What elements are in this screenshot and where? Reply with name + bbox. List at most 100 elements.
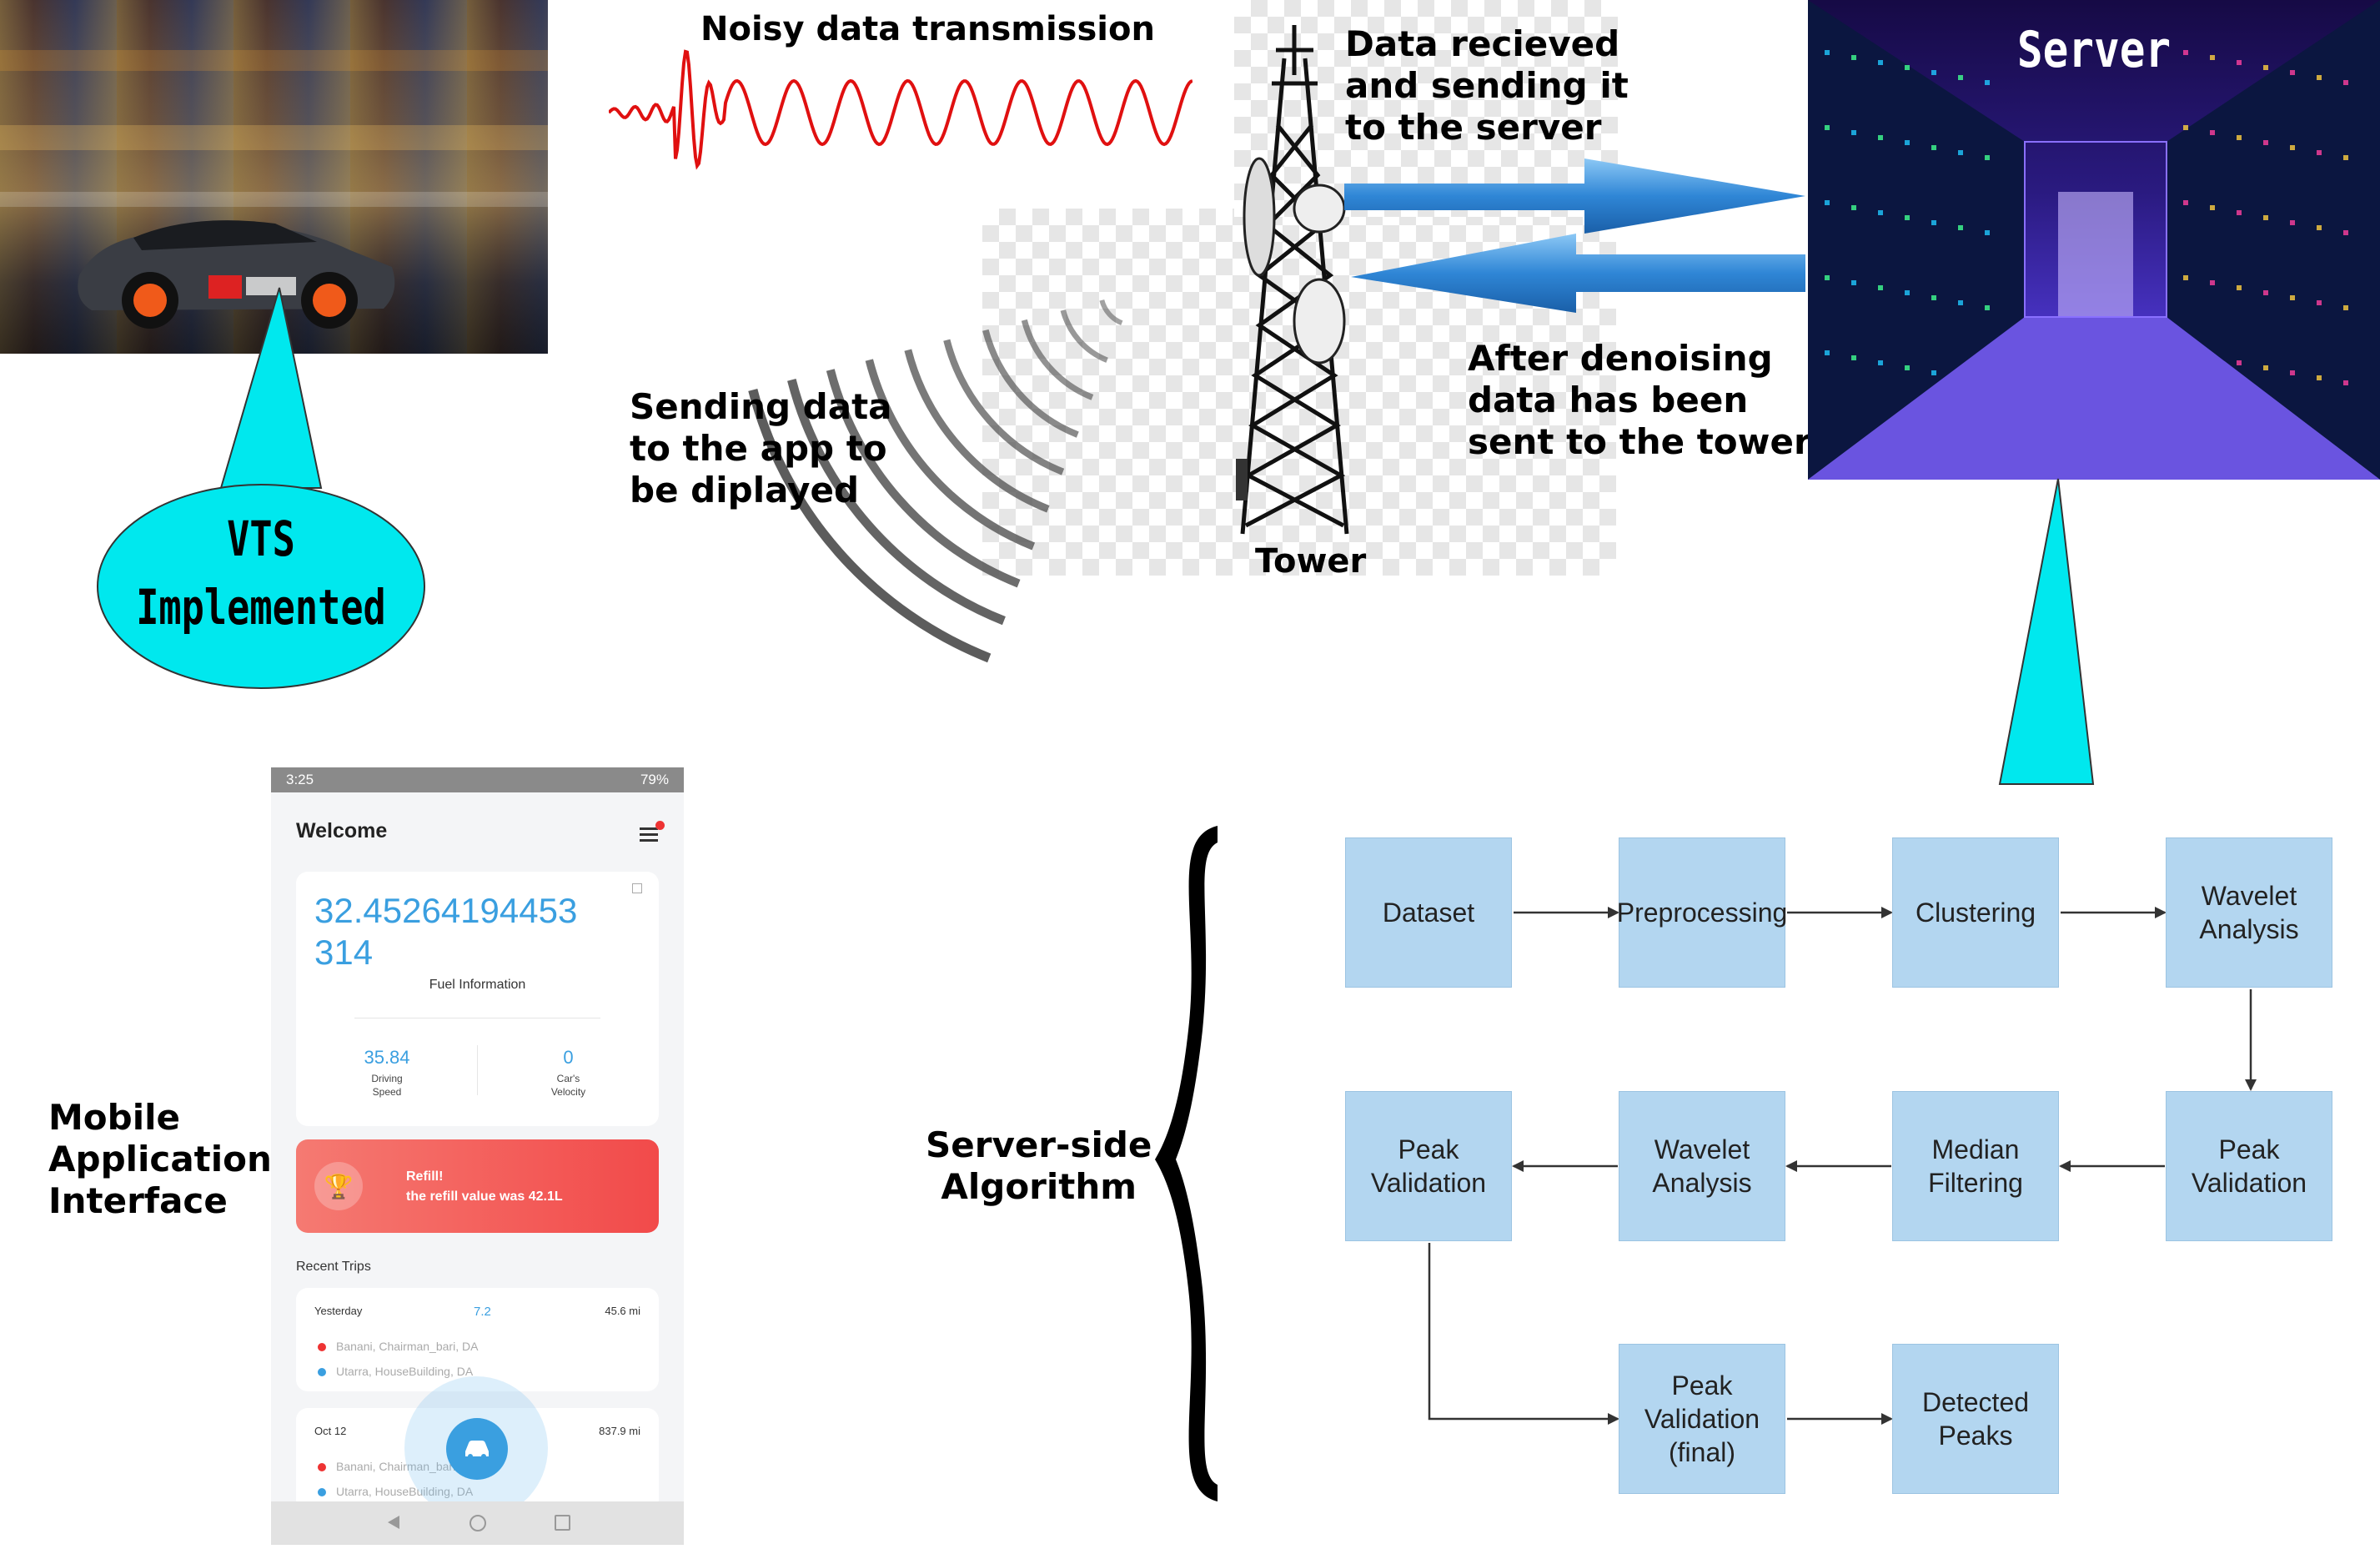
- vts-line-2: Implemented: [136, 579, 386, 636]
- mobile-line-1: Mobile: [48, 1097, 180, 1138]
- signal-arc: [943, 339, 1065, 475]
- tower-background: [982, 209, 1616, 576]
- server-led: [1851, 205, 1856, 210]
- server-photo: Server: [1808, 0, 2380, 480]
- denoised-line-1: After denoising: [1468, 338, 1773, 379]
- status-battery: 79%: [640, 772, 669, 787]
- phone-nav-bar: [271, 1501, 684, 1545]
- speed-label: Driving Speed: [296, 1072, 478, 1099]
- server-led: [1878, 210, 1883, 215]
- box-line: Wavelet: [1654, 1134, 1750, 1164]
- back-icon[interactable]: [388, 1516, 399, 1529]
- phone-status-bar: 3:25 79%: [271, 767, 684, 792]
- signal-arc: [826, 369, 1021, 588]
- flow-box-dataset: Dataset: [1345, 837, 1512, 988]
- server-led: [2183, 275, 2188, 280]
- server-led: [1851, 130, 1856, 135]
- server-led: [1851, 55, 1856, 60]
- denoised-line-2: data has been: [1468, 380, 1749, 420]
- box-line: Peak: [2218, 1134, 2280, 1164]
- server-led: [2237, 60, 2242, 65]
- server-led: [2263, 290, 2268, 295]
- server-led: [1958, 225, 1963, 230]
- server-title: Server: [2016, 21, 2172, 79]
- signal-arc: [748, 388, 992, 663]
- server-led: [2290, 295, 2295, 300]
- server-led: [1958, 300, 1963, 305]
- server-led: [2343, 380, 2348, 385]
- server-led: [2290, 220, 2295, 225]
- home-icon[interactable]: [469, 1515, 486, 1531]
- trip-from: Banani, Chairman_bari, DA: [336, 1460, 479, 1473]
- refill-text: the refill value was 42.1L: [406, 1189, 563, 1204]
- flow-box-preprocessing: Preprocessing: [1616, 837, 1788, 988]
- vts-callout-shape: [97, 287, 425, 689]
- server-led: [1905, 65, 1910, 70]
- arrow-to-tower: [1351, 234, 1805, 313]
- origin-dot: [318, 1463, 326, 1471]
- expand-icon[interactable]: [632, 883, 642, 893]
- server-led: [1878, 135, 1883, 140]
- refill-card[interactable]: 🏆 Refill! the refill value was 42.1L: [296, 1139, 659, 1233]
- box-line: Peak: [1398, 1134, 1459, 1164]
- box-line: Median: [1931, 1134, 2020, 1164]
- server-led: [1958, 150, 1963, 155]
- received-line-1: Data recieved: [1345, 23, 1620, 64]
- server-led: [1878, 285, 1883, 290]
- destination-dot: [318, 1488, 326, 1496]
- server-callout-shape: [1998, 478, 2095, 785]
- signal-arc: [787, 379, 1006, 626]
- box-label: Dataset: [1382, 898, 1475, 928]
- server-led: [2237, 285, 2242, 290]
- app-header-title: Welcome: [296, 819, 388, 842]
- server-led: [2263, 65, 2268, 70]
- denoised-line-3: sent to the tower: [1468, 421, 1811, 462]
- server-led: [1985, 80, 1990, 85]
- algorithm-line-2: Algorithm: [941, 1166, 1137, 1207]
- speed-label-line-1: Driving: [371, 1073, 403, 1084]
- box-label: Preprocessing: [1616, 898, 1788, 928]
- status-time: 3:25: [286, 772, 314, 787]
- server-led: [2317, 150, 2322, 155]
- server-led: [2183, 50, 2188, 55]
- menu-icon[interactable]: [640, 821, 665, 842]
- algorithm-line-1: Server-side: [926, 1124, 1152, 1165]
- trip-value: 7.2: [474, 1305, 491, 1319]
- box-label: Clustering: [1915, 898, 2036, 928]
- received-line-3: to the server: [1345, 107, 1602, 148]
- server-led: [2317, 300, 2322, 305]
- mobile-interface-label: Mobile Application Interface: [48, 1097, 272, 1222]
- car-fab-button[interactable]: [446, 1418, 508, 1480]
- trip-card-1[interactable]: Yesterday 7.2 45.6 mi Banani, Chairman_b…: [296, 1288, 659, 1391]
- server-led: [1825, 50, 1830, 55]
- velocity-value: 0: [563, 1047, 574, 1068]
- trip-to: Utarra, HouseBuilding, DA: [336, 1485, 474, 1498]
- box-line: Validation: [2191, 1168, 2307, 1198]
- recents-icon[interactable]: [555, 1515, 570, 1531]
- server-led: [1851, 280, 1856, 285]
- car-icon: [465, 1441, 489, 1459]
- recent-trips-title: Recent Trips: [296, 1260, 371, 1274]
- server-led: [1931, 295, 1936, 300]
- server-led: [1985, 230, 1990, 235]
- tower-background-top: [1234, 0, 1618, 217]
- signal-arc: [1060, 309, 1108, 363]
- signal-arc: [904, 349, 1050, 513]
- trip-distance: 837.9 mi: [599, 1425, 640, 1437]
- box-line: Filtering: [1928, 1168, 2023, 1198]
- box-line: (final): [1668, 1437, 1735, 1467]
- server-led: [2183, 200, 2188, 205]
- server-led: [2210, 55, 2215, 60]
- server-led: [1825, 350, 1830, 355]
- fuel-value-line-1: 32.45264194453: [314, 891, 578, 930]
- server-led: [1825, 275, 1830, 280]
- signal-arc: [982, 329, 1079, 438]
- server-led: [1931, 220, 1936, 225]
- server-led: [2317, 375, 2322, 380]
- server-led: [2343, 155, 2348, 160]
- server-led: [2263, 365, 2268, 370]
- server-led: [1985, 155, 1990, 160]
